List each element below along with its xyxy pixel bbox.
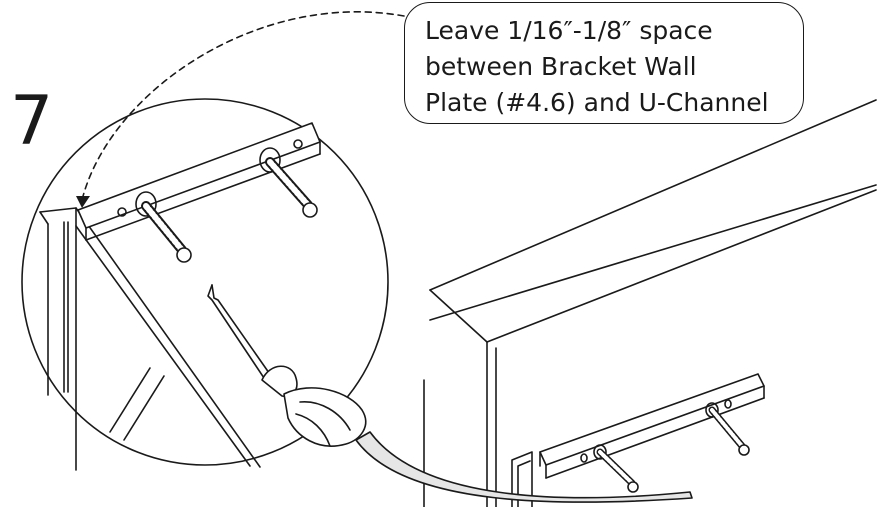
screw-icon (708, 406, 750, 456)
callout-line: Leave 1/16″-1/8″ space (425, 16, 713, 45)
bracket-wall-plate-small (539, 373, 765, 479)
screw-icon (141, 201, 192, 263)
u-channel-small (511, 451, 533, 507)
screw-icon (596, 448, 639, 493)
screw-icon (265, 157, 318, 218)
instruction-callout: Leave 1/16″-1/8″ space between Bracket W… (404, 2, 804, 124)
screwdriver-icon (207, 284, 367, 447)
dashed-arrow-icon (76, 11, 405, 208)
step-number: 7 (10, 82, 54, 161)
detail-contents (39, 122, 321, 471)
background-walls (423, 99, 877, 507)
callout-line: between Bracket Wall (425, 52, 697, 81)
callout-line: Plate (#4.6) and U-Channel (425, 88, 769, 117)
zoom-connector (355, 431, 693, 503)
